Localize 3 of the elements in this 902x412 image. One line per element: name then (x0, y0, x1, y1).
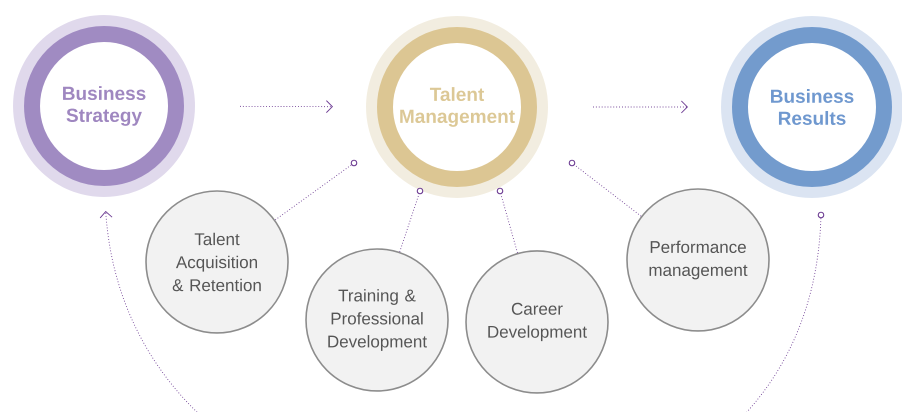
connector-arrow (240, 100, 334, 114)
connector-arrow (592, 100, 688, 114)
connector-arrow (100, 210, 822, 412)
